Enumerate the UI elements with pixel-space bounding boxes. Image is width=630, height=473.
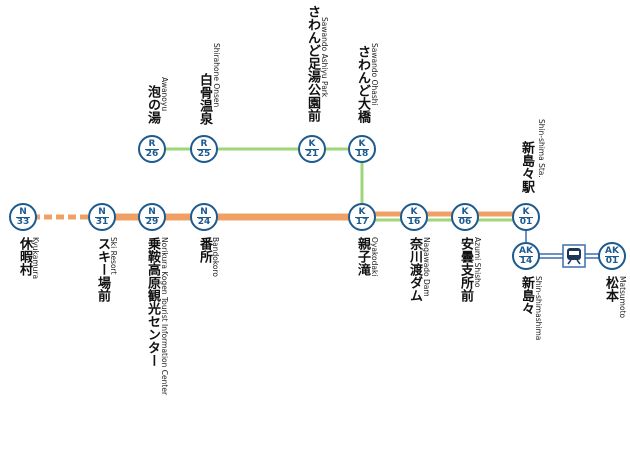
- station-name-en: Bandokoro: [211, 237, 220, 278]
- station-name-jp: さわんど大橋: [355, 45, 370, 123]
- station-name-jp: さわんど足湯公園前: [305, 5, 320, 122]
- station-name-jp: 新島々: [519, 276, 534, 315]
- station-name-en: Matsumoto: [618, 276, 627, 319]
- station-name-jp: 新島々駅: [519, 141, 534, 193]
- train-icon: [562, 244, 586, 268]
- station-name-en: Shin-shima Sta.: [537, 119, 546, 178]
- station-name-jp: 安曇支所前: [458, 237, 473, 302]
- station-name-jp: 奈川渡ダム: [407, 237, 422, 302]
- station-name-jp: 番所: [197, 237, 212, 263]
- station-name-jp: 松本: [603, 276, 618, 302]
- station-name-en: Norikura Kogen Tourist Information Cente…: [160, 237, 169, 396]
- station-name-en: Sawando Ohashi: [370, 43, 379, 106]
- station-name-en: Awanoyu: [160, 77, 169, 112]
- station-name-jp: 泡の湯: [145, 85, 160, 124]
- station-name-jp: スキー場前: [95, 237, 110, 302]
- station-name-en: Sawando Ashiyu Park: [320, 17, 329, 98]
- station-name-en: Azumi Shisho: [473, 237, 482, 288]
- station-name-jp: 白骨温泉: [197, 73, 212, 125]
- station-name-jp: 休暇村: [17, 237, 32, 276]
- station-name-en: Shin-shimashima: [534, 276, 543, 341]
- station-name-jp: 乗鞍高原観光センター: [145, 237, 160, 367]
- station-name-en: Oyakodaki: [370, 237, 379, 277]
- station-name-en: Ski Resort: [109, 237, 118, 275]
- station-name-en: Nagawado Dam: [422, 237, 431, 297]
- station-name-en: Kyukamura: [31, 237, 40, 280]
- station-name-jp: 親子滝: [355, 237, 370, 276]
- station-name-en: Shirahone Onsen: [212, 43, 221, 108]
